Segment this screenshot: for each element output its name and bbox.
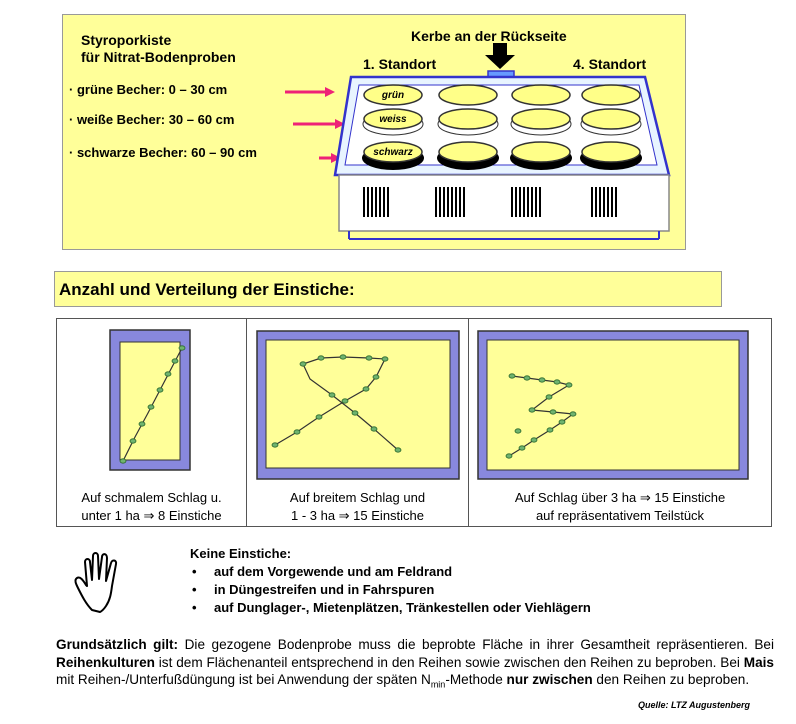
- cups-black-row: [362, 141, 642, 170]
- legend-white: · weiße Becher: 30 – 60 cm: [69, 112, 235, 127]
- para-bold: Mais: [743, 654, 774, 670]
- pink-arrow-icon: [285, 87, 335, 97]
- large-field-diagram: [477, 330, 749, 480]
- stop-hand-icon: [74, 552, 118, 613]
- sampling-patterns: Auf schmalem Schlag u. unter 1 ha ⇒ 8 Ei…: [56, 318, 772, 527]
- crate-title-line1: Styroporkiste: [81, 32, 172, 48]
- para-bold: Grundsätzlich gilt:: [56, 637, 179, 652]
- no-sampling-item: in Düngestreifen und in Fahrspuren: [190, 581, 591, 599]
- para-text: den Reihen zu beproben.: [592, 672, 750, 687]
- para-text: ist dem Flächenanteil entsprechend in de…: [154, 654, 744, 670]
- standort-4-label: 4. Standort: [573, 56, 647, 72]
- caption-line: Auf breitem Schlag und: [289, 490, 426, 505]
- para-text: Die gezogene Bodenprobe muss die beprobt…: [178, 637, 774, 652]
- caption-line: Auf schmalem Schlag u.: [81, 490, 222, 505]
- panel-divider: [246, 319, 247, 526]
- caption-line: auf repräsentativem Teilstück: [535, 508, 705, 523]
- caption-line: unter 1 ha ⇒ 8 Einstiche: [81, 508, 222, 523]
- cup-label-white: weiss: [379, 114, 407, 125]
- para-bold: nur zwischen: [506, 672, 593, 687]
- panel-divider: [468, 319, 469, 526]
- no-sampling-item: auf Dunglager-, Mietenplätzen, Tränkeste…: [190, 599, 591, 617]
- field-diagrams: [109, 329, 749, 480]
- legend-green: · grüne Becher: 0 – 30 cm: [69, 82, 228, 97]
- crate-illustration: [285, 43, 671, 240]
- pink-arrow-icon: [319, 153, 341, 163]
- legend-black: · schwarze Becher: 60 – 90 cm: [69, 145, 257, 160]
- no-sampling-item: auf dem Vorgewende und am Feldrand: [190, 563, 591, 581]
- caption-large: Auf Schlag über 3 ha ⇒ 15 Einstiche auf …: [469, 489, 771, 525]
- cups-green-row: [363, 84, 641, 106]
- heading-bold-e: E: [273, 280, 285, 299]
- barcode-pattern: [363, 187, 619, 217]
- crate-title-line2: für Nitrat-Bodenproben: [81, 49, 236, 65]
- wide-field-diagram: [256, 330, 460, 480]
- cup-label-black: schwarz: [373, 147, 413, 158]
- cups-white-row: [362, 108, 642, 136]
- caption-narrow: Auf schmalem Schlag u. unter 1 ha ⇒ 8 Ei…: [57, 489, 246, 525]
- cup-label-green: grün: [381, 90, 405, 101]
- para-bold: Reihenkulturen: [56, 654, 155, 670]
- kerbe-label: Kerbe an der Rückseite: [411, 28, 567, 44]
- heading-prefix: Anzahl und Verteilung der: [59, 280, 274, 299]
- para-text: -Methode: [445, 672, 507, 687]
- para-text: mit Reihen-/Unterfußdüngung ist bei Anwe…: [56, 672, 431, 687]
- heading-suffix: instiche:: [284, 280, 355, 299]
- caption-wide: Auf breitem Schlag und 1 - 3 ha ⇒ 15 Ein…: [247, 489, 468, 525]
- para-subscript: min: [430, 679, 446, 690]
- no-sampling-title: Keine Einstiche:: [190, 546, 292, 561]
- narrow-field-diagram: [109, 329, 191, 471]
- down-arrow-icon: [485, 43, 515, 69]
- crate-info-box: Styroporkiste für Nitrat-Bodenproben · g…: [62, 14, 686, 250]
- caption-line: Auf Schlag über 3 ha ⇒ 15 Einstiche: [514, 490, 726, 505]
- section-heading: Anzahl und Verteilung der Einstiche:: [54, 271, 722, 307]
- crate-front: [338, 174, 670, 232]
- source-credit: Quelle: LTZ Augustenberg: [638, 700, 750, 710]
- pink-arrow-icon: [293, 119, 345, 129]
- principle-paragraph: Grundsätzlich gilt: Die gezogene Bodenpr…: [56, 636, 774, 694]
- caption-line: 1 - 3 ha ⇒ 15 Einstiche: [290, 508, 425, 523]
- standort-1-label: 1. Standort: [363, 56, 437, 72]
- no-sampling-list: Keine Einstiche: auf dem Vorgewende und …: [190, 545, 591, 617]
